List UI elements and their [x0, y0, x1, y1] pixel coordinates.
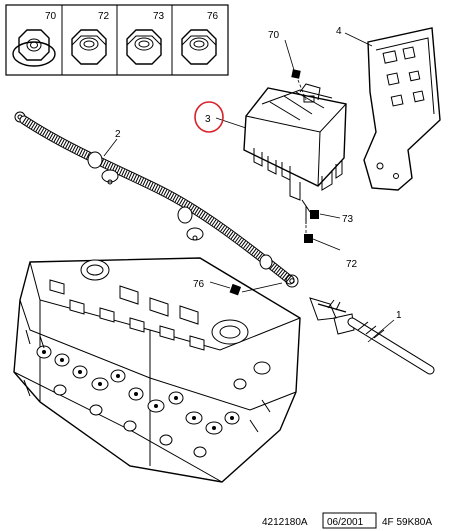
relay-bracket — [363, 27, 441, 191]
glow-plug — [309, 297, 435, 375]
nut-76 — [229, 283, 242, 296]
callout-3: 3 — [205, 114, 211, 125]
preheating-relay-box — [243, 83, 347, 224]
hex-nut-flanged-icon — [12, 29, 56, 67]
footer: 4212180A 06/2001 4F 59K80A — [262, 512, 432, 529]
callout-73: 73 — [342, 214, 354, 225]
legend-cell-73: 73 — [126, 11, 165, 65]
nut-73 — [310, 210, 319, 219]
footer-ref: 4212180A — [262, 517, 308, 528]
glow-plug-harness — [14, 111, 299, 288]
legend-label-72: 72 — [98, 11, 110, 22]
nut-70 — [291, 69, 301, 79]
callout-70: 70 — [268, 30, 280, 41]
nut-legend: 70 72 73 — [5, 4, 229, 76]
legend-cell-72: 72 — [71, 11, 110, 65]
footer-code: 4F 59K80A — [382, 517, 432, 528]
hex-nut-icon — [181, 29, 217, 65]
callout-4: 4 — [336, 26, 342, 37]
legend-label-73: 73 — [153, 11, 165, 22]
legend-cell-76: 76 — [181, 11, 219, 65]
callout-72: 72 — [346, 259, 358, 270]
cylinder-head — [13, 257, 301, 483]
legend-label-76: 76 — [207, 11, 219, 22]
hex-nut-icon — [126, 29, 162, 65]
footer-date: 06/2001 — [327, 517, 364, 528]
callout-76: 76 — [193, 279, 205, 290]
legend-cell-70: 70 — [12, 11, 57, 67]
hex-nut-icon — [71, 29, 107, 65]
legend-label-70: 70 — [45, 11, 57, 22]
callout-1: 1 — [396, 310, 402, 321]
highlight-circle — [194, 101, 224, 133]
callout-2: 2 — [115, 129, 121, 140]
nut-72 — [304, 234, 313, 243]
leader-lines — [103, 32, 395, 343]
